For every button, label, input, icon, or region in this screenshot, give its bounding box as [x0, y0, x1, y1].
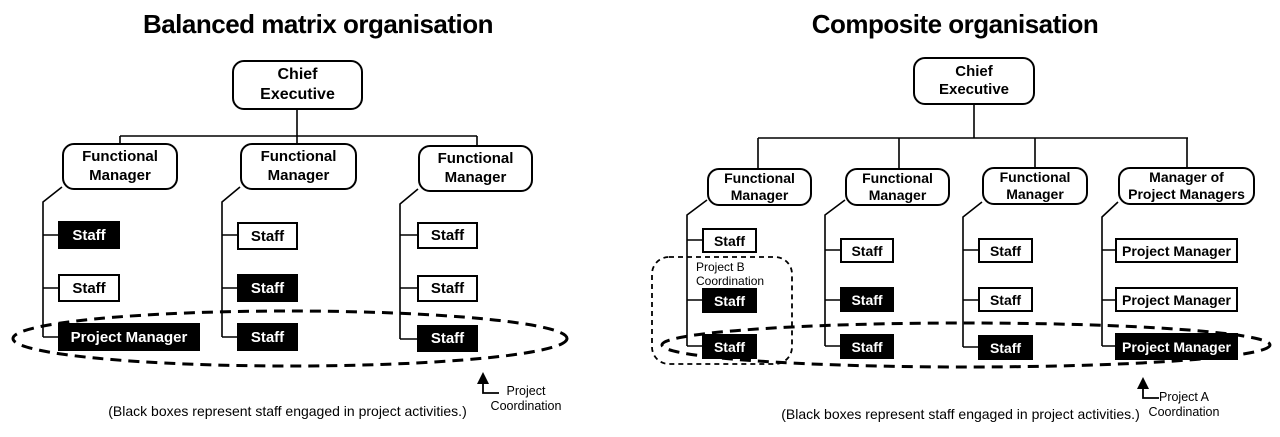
staff-box: Staff: [702, 228, 757, 253]
left-project-coordination-ellipse: [11, 309, 569, 368]
project-manager-box: Project Manager: [1115, 238, 1238, 263]
staff-box: Staff: [702, 334, 757, 359]
right-project-a-coordination-ellipse: [660, 321, 1272, 369]
staff-box: Staff: [840, 334, 894, 359]
project-b-coordination-label: Project B Coordination: [696, 260, 765, 289]
staff-box: Staff: [978, 238, 1033, 263]
right-col2-branch: [824, 199, 846, 347]
left-coordination-arrow: [477, 372, 499, 394]
right-coordination-arrow: [1137, 377, 1159, 399]
left-col3-branch: [399, 188, 419, 340]
staff-box: Staff: [237, 222, 298, 250]
right-chief-executive-box: Chief Executive: [913, 57, 1035, 105]
manager-of-project-managers-box: Manager of Project Managers: [1118, 167, 1255, 205]
staff-box: Staff: [417, 325, 478, 352]
left-col1-branch: [42, 186, 63, 338]
left-legend-note: (Black boxes represent staff engaged in …: [108, 403, 467, 419]
project-manager-box: Project Manager: [1115, 333, 1238, 360]
right-chart-title: Composite organisation: [811, 9, 1099, 39]
right-col1-branch: [686, 199, 708, 347]
right-col4-branch: [1101, 201, 1119, 347]
staff-box: Staff: [840, 287, 894, 312]
right-functional-manager-box-1: Functional Manager: [707, 168, 812, 206]
staff-box: Staff: [58, 221, 120, 249]
right-col3-branch: [962, 201, 983, 348]
left-functional-manager-box-3: Functional Manager: [418, 145, 533, 192]
left-chief-executive-box: Chief Executive: [232, 60, 363, 110]
staff-box: Staff: [237, 323, 298, 351]
staff-box: Staff: [702, 288, 757, 313]
staff-box: Staff: [417, 222, 478, 249]
project-manager-box: Project Manager: [58, 323, 200, 351]
left-col2-branch: [221, 186, 241, 338]
left-functional-manager-box-2: Functional Manager: [240, 143, 357, 190]
right-legend-note: (Black boxes represent staff engaged in …: [781, 406, 1140, 422]
right-project-a-coordination-label: Project A Coordination: [1148, 390, 1220, 419]
staff-box: Staff: [840, 238, 894, 263]
right-bus-line: [757, 137, 1188, 168]
left-chart-title: Balanced matrix organisation: [142, 9, 494, 39]
project-manager-box: Project Manager: [1115, 287, 1238, 312]
staff-box: Staff: [237, 274, 298, 302]
left-project-coordination-label: Project Coordination: [490, 384, 562, 413]
staff-box: Staff: [417, 275, 478, 302]
right-functional-manager-box-2: Functional Manager: [845, 168, 950, 206]
left-functional-manager-box-1: Functional Manager: [62, 143, 178, 190]
left-bus-line: [119, 135, 478, 145]
staff-box: Staff: [978, 287, 1033, 312]
staff-box: Staff: [978, 335, 1033, 360]
staff-box: Staff: [58, 274, 120, 302]
right-functional-manager-box-3: Functional Manager: [982, 167, 1088, 205]
